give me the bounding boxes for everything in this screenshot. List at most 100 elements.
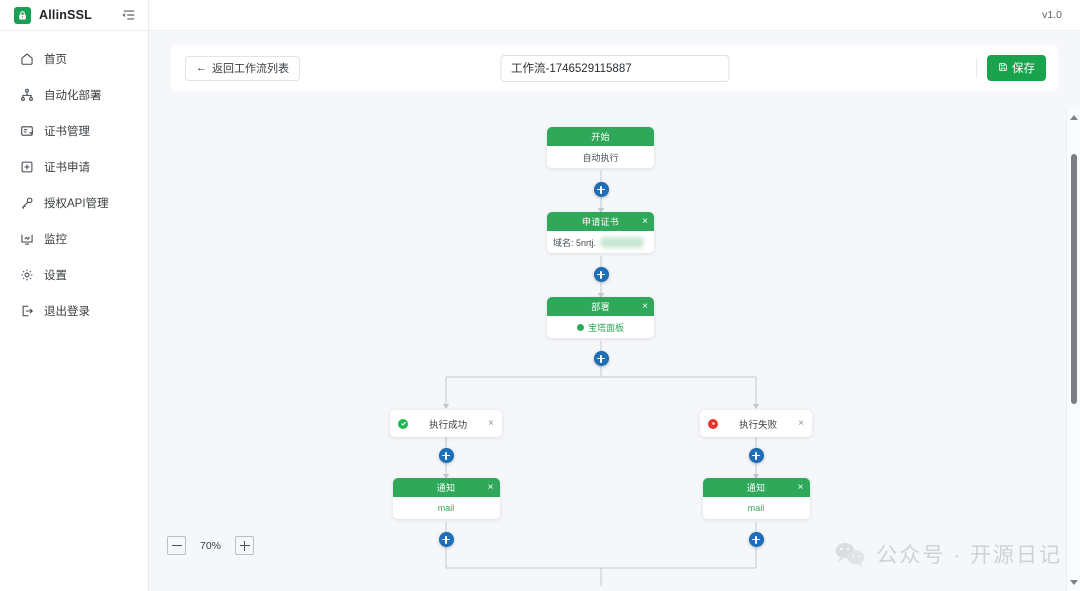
node-body-text: mail [437, 503, 455, 513]
sidebar: AllinSSL 首页 [0, 0, 149, 591]
sidebar-item-api-manage[interactable]: 授权API管理 [0, 185, 148, 221]
node-title: 开始 [591, 132, 610, 142]
workflow-canvas[interactable]: 开始 自动执行 申请证书 × 域名: 5nrtj. [149, 108, 1080, 591]
toolbar-wrapper: ← 返回工作流列表 保存 [149, 31, 1080, 91]
toolbar-divider [976, 58, 977, 78]
node-body: 宝塔面板 [547, 316, 654, 338]
node-header: 部署 × [547, 297, 654, 316]
back-button-label: 返回工作流列表 [212, 63, 289, 75]
sidebar-item-cert-manage[interactable]: 证书管理 [0, 113, 148, 149]
toolbar-right-group: 保存 [976, 55, 1046, 81]
minus-icon [171, 544, 182, 547]
check-circle-icon [398, 418, 408, 429]
close-icon[interactable]: × [798, 417, 804, 429]
plus-icon-v [243, 540, 246, 551]
gear-icon [20, 268, 34, 282]
close-icon[interactable]: × [488, 417, 494, 429]
node-body: 自动执行 [547, 146, 654, 168]
lock-icon [14, 6, 31, 24]
key-icon [20, 196, 34, 210]
sidebar-item-label: 退出登录 [44, 306, 90, 318]
add-node-button-after-start[interactable] [593, 182, 609, 197]
flow-node-deploy[interactable]: 部署 × 宝塔面板 [547, 297, 654, 338]
branch-label: 执行成功 [429, 419, 468, 431]
certificate-icon [20, 124, 34, 138]
workflow-name-input[interactable] [500, 54, 729, 82]
node-body-text: 宝塔面板 [587, 322, 624, 333]
close-icon[interactable]: × [642, 215, 648, 227]
brand-header: AllinSSL [0, 0, 148, 31]
flow-node-start[interactable]: 开始 自动执行 [547, 127, 654, 168]
flow-connectors [442, 171, 760, 586]
sidebar-item-label: 自动化部署 [44, 90, 102, 102]
flow-node-apply-cert[interactable]: 申请证书 × 域名: 5nrtj. [547, 212, 654, 253]
main-area: v1.0 ← 返回工作流列表 [149, 0, 1080, 591]
brand-name: AllinSSL [39, 8, 92, 22]
sidebar-item-label: 设置 [44, 270, 67, 282]
error-circle-icon [708, 418, 718, 429]
zoom-controls: 70% [167, 536, 255, 555]
back-to-workflow-list-button[interactable]: ← 返回工作流列表 [185, 55, 300, 81]
add-node-button-success-branch[interactable] [438, 448, 454, 463]
flow-node-notify-failure[interactable]: 通知 × mail [702, 478, 810, 519]
sidebar-nav: 首页 自动化部署 证 [0, 31, 148, 329]
plus-square-icon [20, 160, 34, 174]
sidebar-item-label: 证书管理 [44, 126, 90, 138]
node-title: 通知 [746, 483, 766, 493]
close-icon[interactable]: × [797, 481, 804, 493]
logout-icon [20, 304, 34, 318]
sidebar-item-logout[interactable]: 退出登录 [0, 293, 148, 329]
sidebar-item-auto-deploy[interactable]: 自动化部署 [0, 77, 148, 113]
zoom-in-button[interactable] [235, 536, 255, 555]
node-body: mail [392, 497, 500, 519]
node-title: 部署 [591, 302, 610, 312]
close-icon[interactable]: × [487, 481, 494, 493]
add-node-button-after-notify-success[interactable] [438, 532, 454, 547]
save-button-label: 保存 [1012, 63, 1035, 75]
save-disk-icon [998, 62, 1008, 75]
canvas-scrollbar[interactable] [1066, 108, 1080, 591]
flow-branch-on-failure[interactable]: 执行失败 × [700, 410, 812, 437]
sidebar-item-monitor[interactable]: 监控 [0, 221, 148, 257]
monitor-icon [20, 232, 34, 246]
arrow-left-icon: ← [196, 62, 207, 74]
sidebar-item-label: 首页 [44, 54, 67, 66]
add-node-button-after-apply-cert[interactable] [593, 267, 609, 282]
collapse-menu-icon[interactable] [122, 8, 136, 22]
flow-graph: 开始 自动执行 申请证书 × 域名: 5nrtj. [149, 108, 1080, 591]
node-title: 申请证书 [581, 217, 620, 227]
zoom-level-label: 70% [200, 539, 222, 552]
bt-panel-icon [576, 323, 584, 331]
flow-node-notify-success[interactable]: 通知 × mail [392, 478, 500, 519]
sidebar-item-label: 监控 [44, 234, 67, 246]
branch-label: 执行失败 [739, 419, 778, 431]
node-header: 开始 [547, 127, 654, 146]
scrollbar-thumb[interactable] [1071, 154, 1077, 404]
add-node-button-failure-branch[interactable] [748, 448, 764, 463]
node-header: 通知 × [392, 478, 500, 497]
sidebar-item-cert-apply[interactable]: 证书申请 [0, 149, 148, 185]
caret-up-icon[interactable] [1067, 110, 1080, 124]
version-label: v1.0 [1042, 9, 1062, 21]
node-body-text: 自动执行 [582, 152, 619, 163]
node-header: 申请证书 × [547, 212, 654, 231]
topbar: v1.0 [149, 0, 1080, 31]
sidebar-item-label: 授权API管理 [44, 198, 109, 210]
node-body-text: 域名: 5nrtj. [553, 237, 597, 248]
flow-branch-on-success[interactable]: 执行成功 × [390, 410, 502, 437]
node-body: 域名: 5nrtj. [547, 231, 654, 253]
add-node-button-after-deploy[interactable] [593, 351, 609, 366]
zoom-out-button[interactable] [167, 536, 186, 555]
node-title: 通知 [436, 483, 456, 493]
sidebar-item-home[interactable]: 首页 [0, 41, 148, 77]
sidebar-item-settings[interactable]: 设置 [0, 257, 148, 293]
close-icon[interactable]: × [642, 300, 648, 312]
redacted-domain [600, 236, 645, 248]
save-button[interactable]: 保存 [987, 55, 1046, 81]
caret-down-icon[interactable] [1067, 575, 1080, 589]
node-body-text: mail [747, 503, 765, 513]
node-header: 通知 × [702, 478, 810, 497]
sitemap-icon [20, 88, 34, 102]
add-node-button-after-notify-failure[interactable] [748, 532, 764, 547]
